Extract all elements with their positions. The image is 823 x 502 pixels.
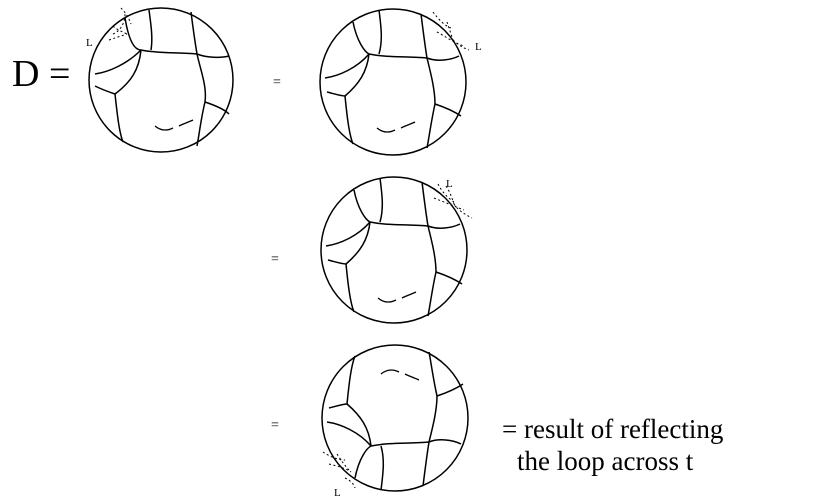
diagram-4: L xyxy=(321,344,469,499)
loop-label-L: L xyxy=(446,178,453,190)
dotted-loop xyxy=(322,451,356,489)
boundary-circle xyxy=(321,344,469,492)
tangle-arcs xyxy=(325,177,463,317)
boundary-circle xyxy=(88,7,234,153)
boundary-circle xyxy=(320,176,468,324)
dotted-loop xyxy=(108,7,132,41)
equals-sign-1: = xyxy=(273,75,281,90)
dashed-arc xyxy=(380,369,420,381)
dotted-loop xyxy=(432,11,470,51)
caption-line-2: the loop across t xyxy=(517,446,694,476)
equals-sign-2: = xyxy=(271,252,279,267)
tangle-arcs xyxy=(326,351,464,491)
dashed-arc xyxy=(376,121,416,133)
diagram-3: L xyxy=(320,176,473,324)
tangle-arcs xyxy=(324,9,462,149)
loop-label-L: L xyxy=(475,41,482,53)
dashed-arc xyxy=(377,291,417,303)
diagram-1: L xyxy=(86,7,234,153)
tangle-arcs xyxy=(94,9,230,147)
diagram-2: L xyxy=(319,8,482,156)
boundary-circle xyxy=(319,8,467,156)
caption-line-1: = result of reflecting xyxy=(502,414,723,444)
loop-label-L: L xyxy=(334,487,341,499)
loop-label-L: L xyxy=(86,37,93,49)
dashed-arc xyxy=(154,119,194,131)
dotted-loop xyxy=(433,183,473,219)
equals-sign-3: = xyxy=(271,418,279,433)
lhs-label: D = xyxy=(12,53,70,95)
